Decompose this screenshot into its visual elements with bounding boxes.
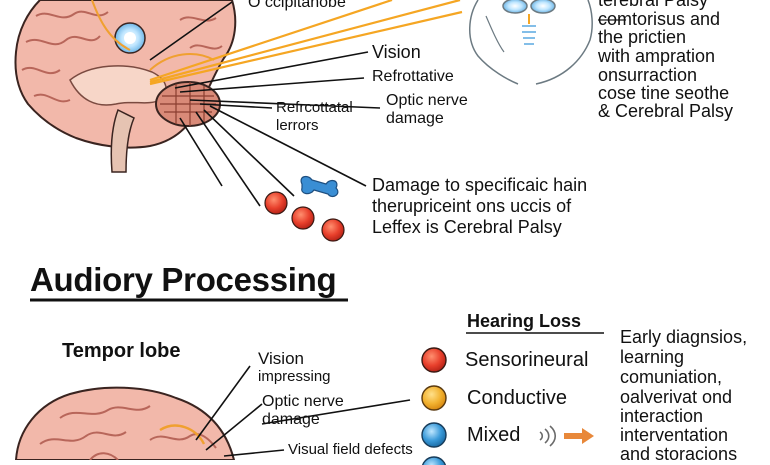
right-text-line2: comtorisus and (598, 9, 721, 29)
optic-nerve-damage-label-bottom: damage (262, 411, 320, 428)
damage-description-line2: therupriceint ons uccis of (372, 196, 572, 216)
sensorineural-label: Sensorineural (465, 349, 589, 371)
optic-nerve-damage-label: damage (386, 110, 444, 127)
refrottative-label: Refrottative (372, 68, 454, 85)
refractive-errors-label-2: lerrors (276, 117, 319, 134)
damage-description-line3: Leffex is Cerebral Palsy (372, 217, 562, 237)
impressing-label: impressing (258, 368, 331, 385)
temporal-lobe-label: Tempor lobe (62, 340, 181, 362)
right-text-line1: terebral Palsy (598, 0, 709, 10)
optic-nerve-label-bottom: Optic nerve (262, 393, 344, 410)
right-text-line6: cose tine seothe (598, 83, 730, 103)
refractive-errors-label: Refrcottatal (276, 99, 353, 116)
fourth-dot-partial (420, 455, 448, 465)
vision-label-bottom: Vision (258, 349, 304, 368)
conductive-label: Conductive (467, 387, 568, 409)
damage-description-line1: Damage to specificaic hain (372, 175, 588, 195)
hearing-loss-title: Hearing Loss (467, 311, 582, 331)
blood-cells-cluster (264, 175, 345, 242)
early-list-line4: oalverivat ond (620, 387, 733, 407)
sound-waves-icon (536, 424, 558, 448)
right-text-line5: onsurraction (598, 65, 698, 85)
sensorineural-dot (420, 346, 448, 374)
right-text-line3: the prictien (598, 27, 687, 47)
mixed-label: Mixed (467, 424, 521, 446)
face-illustration (469, 0, 626, 85)
top-leader-lines (149, 1, 381, 207)
arrow-right-icon (564, 428, 594, 444)
vision-label: Vision (372, 42, 421, 62)
early-list-line3: comuniation, (620, 367, 723, 387)
early-list-line7: and storacions (620, 444, 738, 464)
right-text-line4: with ampration (598, 46, 716, 66)
mixed-dot (420, 421, 448, 449)
auditory-heading: Audiory Processing (30, 261, 337, 298)
bottom-leader-lines (195, 365, 411, 457)
top-brain-illustration (14, 0, 237, 173)
vision-beams (149, 0, 463, 86)
conductive-dot (420, 384, 448, 412)
early-list-line6: interventation (620, 425, 729, 445)
early-list-line1: Early diagnsios, (620, 327, 748, 347)
occipital-lobe-label: O ccipitanobe (248, 0, 346, 11)
right-text-line7: & Cerebral Palsy (598, 101, 734, 121)
optic-nerve-label: Optic nerve (386, 92, 468, 109)
early-list-line5: interaction (620, 406, 704, 426)
early-list-line2: learning (620, 347, 685, 367)
bottom-brain-illustration (14, 386, 236, 460)
visual-field-defects-label: Visual field defects (288, 441, 413, 458)
